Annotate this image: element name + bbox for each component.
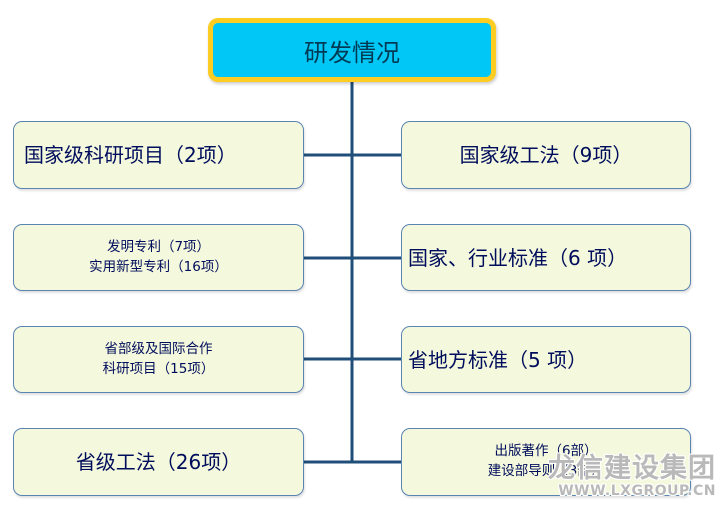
node-label-line-1: 省部级及国际合作: [104, 340, 213, 357]
node-label: 国家级工法（9项）: [459, 143, 633, 167]
root-label: 研发情况: [304, 38, 400, 67]
node-provincial-research-projects: 省部级及国际合作 科研项目（15项）: [13, 326, 304, 393]
node-label: 省地方标准（5 项）: [408, 347, 588, 372]
node-patents: 发明专利（7项） 实用新型专利（16项）: [13, 224, 304, 291]
node-provincial-construction-methods: 省级工法（26项）: [13, 428, 304, 496]
node-provincial-local-standards: 省地方标准（5 项）: [401, 326, 691, 393]
node-label: 国家级科研项目（2项）: [24, 143, 237, 167]
node-publications: 出版著作（6部） 建设部导则（3部）: [401, 428, 691, 496]
node-national-construction-methods: 国家级工法（9项）: [401, 121, 691, 189]
node-label-line-2: 科研项目（15项）: [102, 360, 215, 377]
node-label-line-1: 出版著作（6部）: [494, 443, 598, 460]
node-label-line-2: 建设部导则（3部）: [487, 463, 605, 479]
node-label: 省级工法（26项）: [75, 450, 242, 474]
node-national-research-projects: 国家级科研项目（2项）: [13, 121, 304, 189]
node-label-line-2: 实用新型专利（16项）: [89, 258, 228, 275]
root-node: 研发情况: [208, 18, 496, 82]
node-label: 国家、行业标准（6 项）: [408, 245, 628, 270]
node-national-industry-standards: 国家、行业标准（6 项）: [401, 224, 691, 291]
node-label-line-1: 发明专利（7项）: [106, 238, 211, 255]
